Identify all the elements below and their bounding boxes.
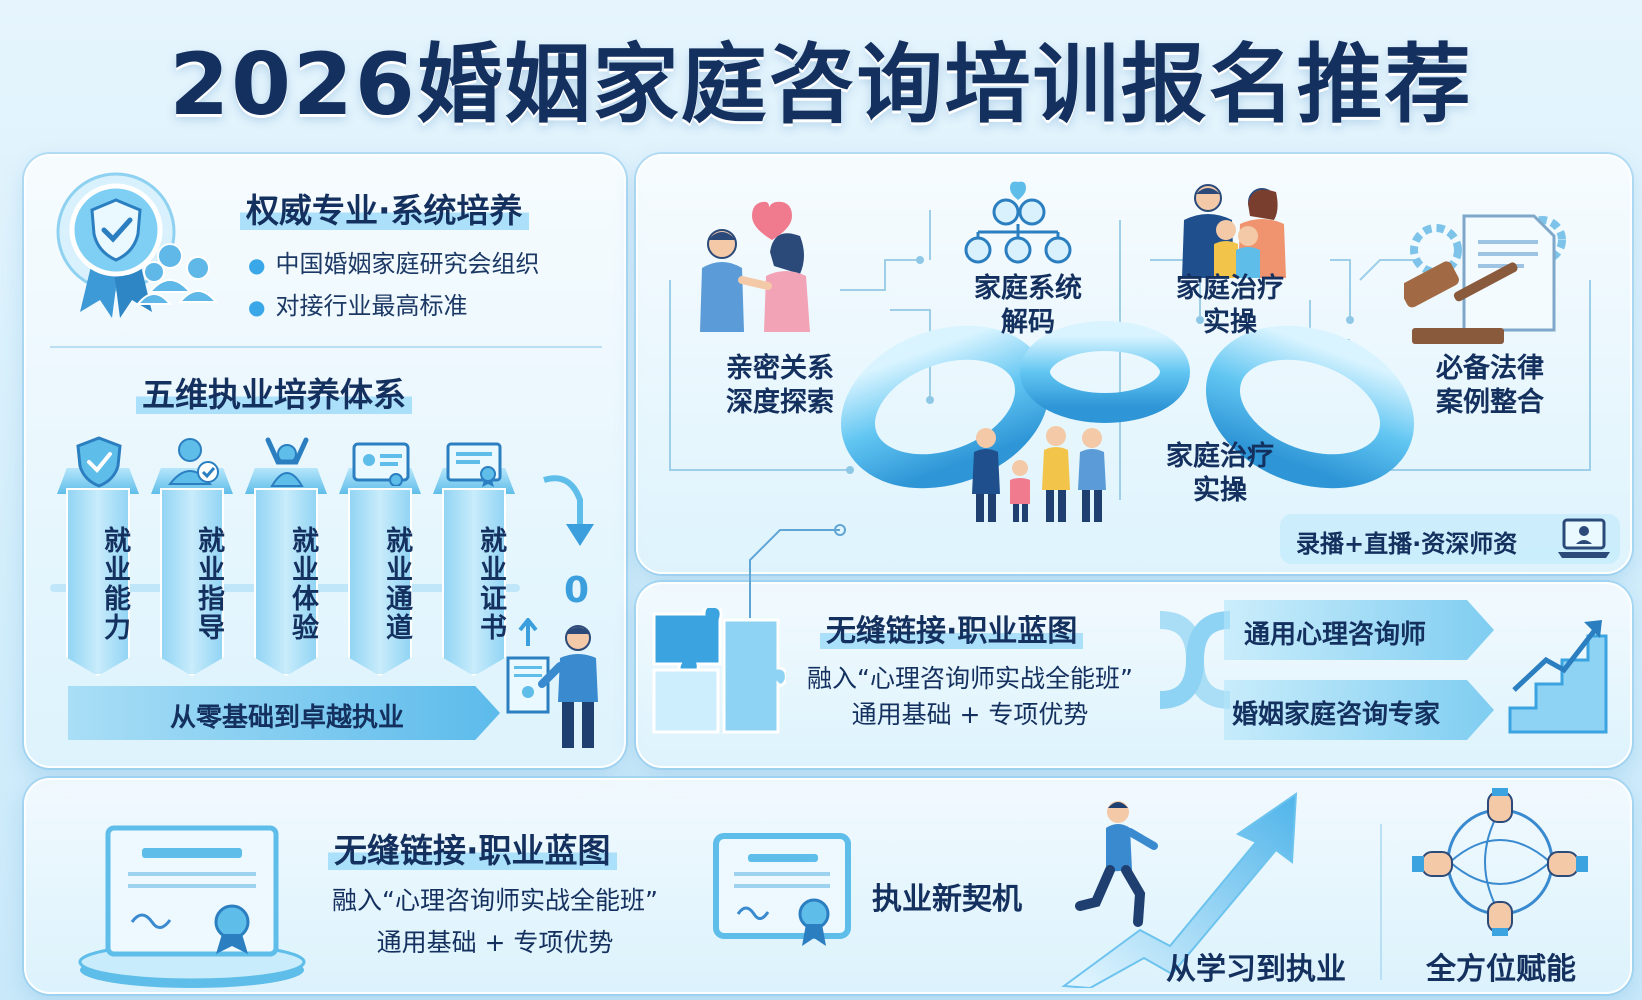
pillar-label-4: 就业通道 xyxy=(381,526,412,642)
pillar-1 xyxy=(66,488,130,676)
career-path-arrow-1 xyxy=(1224,600,1494,660)
puzzle-icon xyxy=(652,608,786,734)
career-path-2: 婚姻家庭咨询专家 xyxy=(1232,700,1441,730)
authority-bullet-1: ●中国婚姻家庭研究会组织 xyxy=(248,250,540,278)
cert-label: 执业新契机 xyxy=(872,882,1022,917)
course-label-therapy-2: 家庭治疗 实操 xyxy=(1166,441,1274,506)
gavel-document-icon xyxy=(1404,214,1566,344)
growth-stairs-icon xyxy=(1508,620,1608,734)
down-arrow-icon xyxy=(543,475,594,546)
career-line-2: 通用基础 + 专项优势 xyxy=(851,700,1089,729)
person-celebrate-icon xyxy=(265,437,309,487)
couple-heart-icon xyxy=(700,201,810,332)
family-tree-icon xyxy=(964,181,1072,264)
pillar-4 xyxy=(348,488,412,676)
id-card-icon xyxy=(352,442,410,486)
bottom-heading: 无缝链接·职业蓝图 xyxy=(328,824,617,872)
certificate-podium-icon xyxy=(78,825,306,988)
laptop-teacher-icon xyxy=(1558,518,1610,558)
connector-line xyxy=(749,524,846,618)
five-dim-heading: 五维执业培养体系 xyxy=(136,368,412,416)
pillar-5 xyxy=(442,488,506,676)
career-heading: 无缝链接·职业蓝图 xyxy=(820,606,1084,650)
course-label-intimacy: 亲密关系 深度探索 xyxy=(726,353,834,418)
course-label-therapy-1: 家庭治疗 实操 xyxy=(1176,273,1284,338)
pillar-label-1: 就业能力 xyxy=(99,526,130,642)
pillar-3 xyxy=(254,488,318,676)
pillar-label-3: 就业体验 xyxy=(287,526,318,642)
bottom-line-1: 融入“心理咨询师实战全能班” xyxy=(332,886,658,915)
page-title: 2026婚姻家庭咨询培训报名推荐 xyxy=(169,35,1473,135)
career-path-cross xyxy=(1160,611,1230,709)
empower-label: 全方位赋能 xyxy=(1426,952,1576,987)
zero-to-excellence-label: 从零基础到卓越执业 xyxy=(170,703,405,733)
learn-label: 从学习到执业 xyxy=(1166,952,1346,987)
growth-arrow-climber-icon xyxy=(1061,792,1298,988)
pillar-2 xyxy=(160,488,224,676)
bottom-divider xyxy=(1380,824,1382,980)
pillar-label-2: 就业指导 xyxy=(193,526,224,642)
shield-ribbon-badge-icon xyxy=(56,172,219,318)
footer-label: 录播+直播·资深师资 xyxy=(1296,530,1518,558)
circuit-lines xyxy=(669,210,1591,500)
course-label-law: 必备法律 案例整合 xyxy=(1436,353,1544,418)
person-check-icon xyxy=(168,438,219,485)
career-path-arrow-2 xyxy=(1224,680,1494,740)
authority-heading: 权威专业·系统培养 xyxy=(240,184,529,232)
family-portrait-icon xyxy=(1182,184,1286,278)
zero-to-excellence-arrow xyxy=(68,686,500,740)
pillar-label-5: 就业证书 xyxy=(475,526,506,642)
zero-label: 0 xyxy=(564,570,590,611)
person-with-certificate-icon xyxy=(506,618,598,748)
license-certificate-icon xyxy=(713,833,851,946)
certificate-icon xyxy=(446,442,502,487)
bottom-line-2: 通用基础 + 专项优势 xyxy=(376,928,614,957)
chain-links-graphic xyxy=(840,321,1415,489)
shield-check-icon xyxy=(76,436,122,488)
empowerment-hands-icon xyxy=(1412,788,1588,936)
course-label-family-system: 家庭系统 解码 xyxy=(974,273,1082,338)
career-path-1: 通用心理咨询师 xyxy=(1244,620,1427,650)
divider xyxy=(50,346,602,348)
family-walking-icon xyxy=(972,426,1106,522)
authority-bullet-2: ●对接行业最高标准 xyxy=(248,292,468,320)
career-line-1: 融入“心理咨询师实战全能班” xyxy=(807,664,1133,693)
